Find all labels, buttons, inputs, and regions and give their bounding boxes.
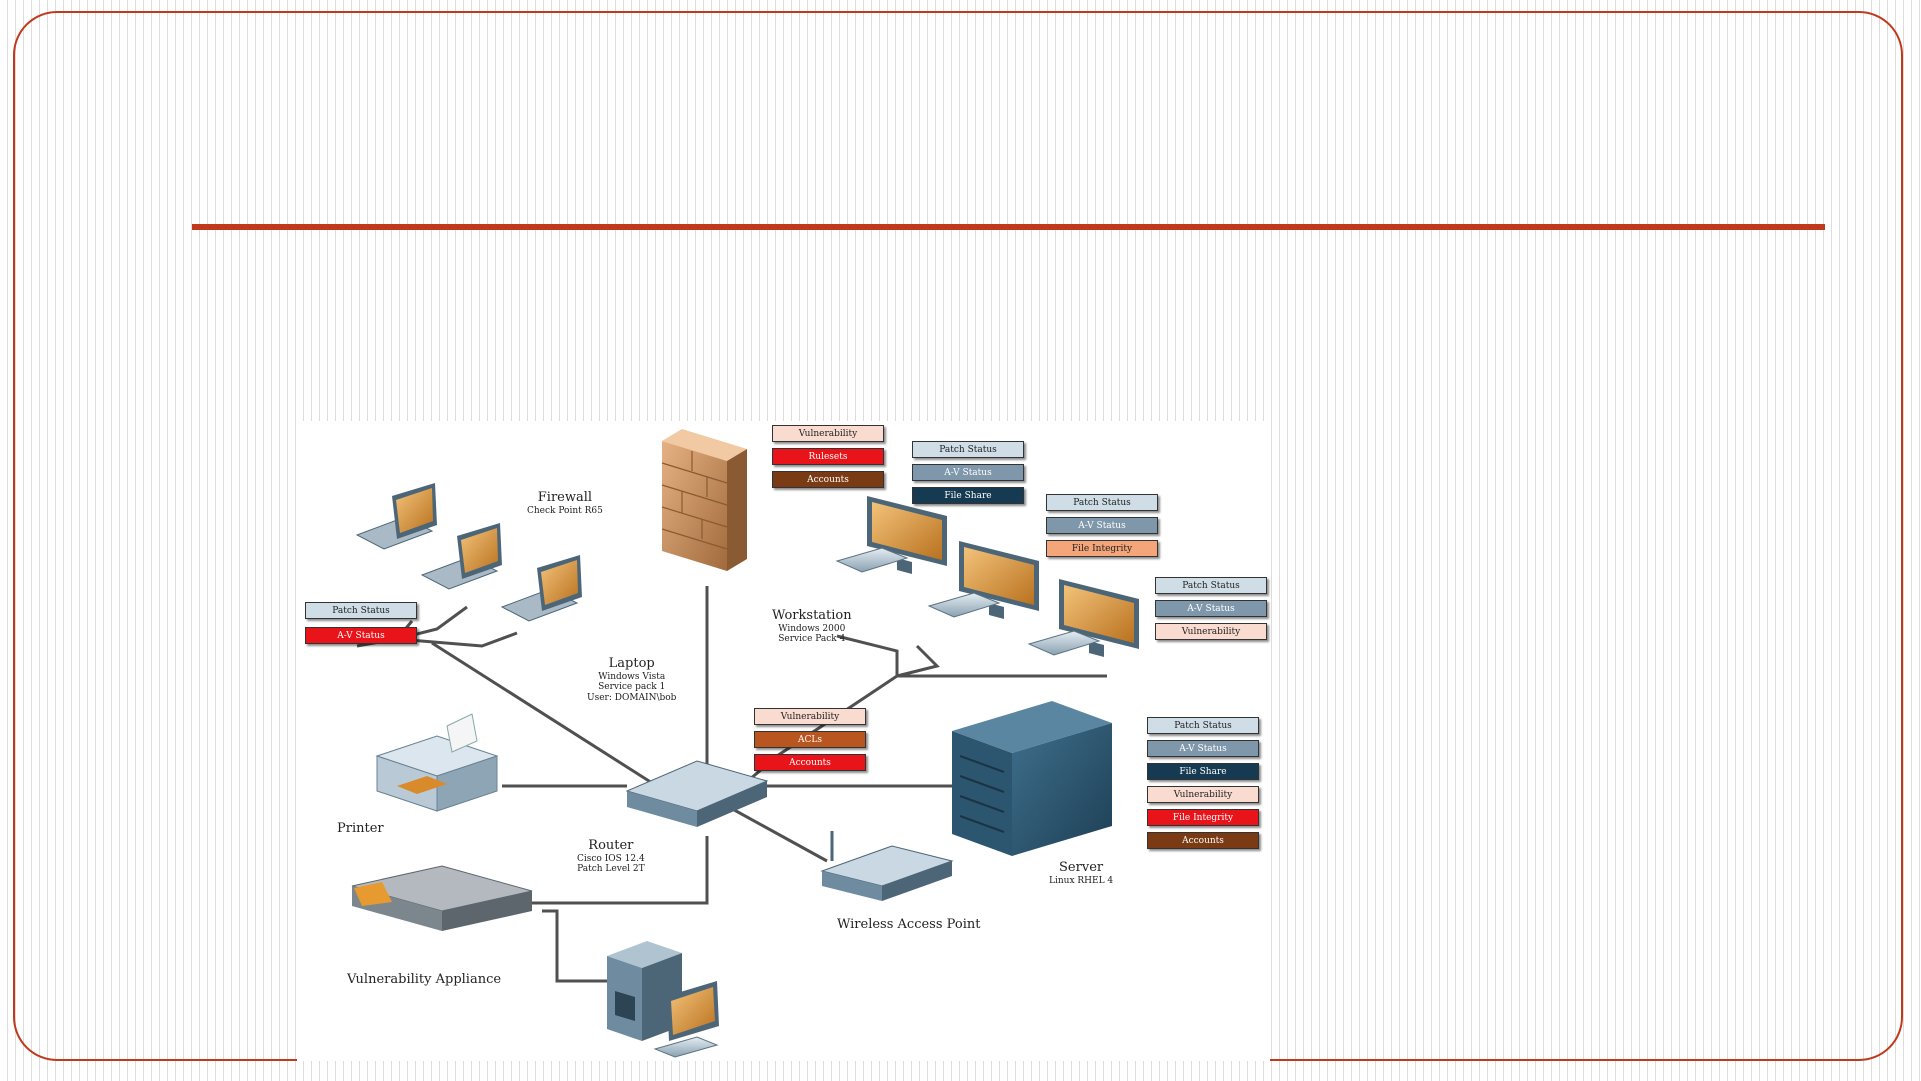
server-tag-av-status: A-V Status [1147, 740, 1259, 757]
ws1-tag-av-status: A-V Status [912, 464, 1024, 481]
laptop-icons [355, 483, 582, 622]
router-icon [625, 760, 769, 827]
router-label: Router Cisco IOS 12.4 Patch Level 2T [577, 838, 645, 875]
wireless-access-point-icon [820, 831, 954, 901]
server-tag-accounts: Accounts [1147, 832, 1259, 849]
router-title: Router [588, 838, 634, 853]
router-tag-acls: ACLs [754, 731, 866, 748]
server-os: Linux RHEL 4 [1049, 875, 1114, 886]
server-title: Server [1059, 860, 1104, 875]
firewall-title: Firewall [537, 490, 593, 505]
ws3-tag-av-status: A-V Status [1155, 600, 1267, 617]
firewall-tag-accounts: Accounts [772, 471, 884, 488]
wireless-access-point-title: Wireless Access Point [837, 917, 981, 932]
ws2-tag-file-integrity: File Integrity [1046, 540, 1158, 557]
workstation-title: Workstation [772, 608, 852, 623]
laptop-user: User: DOMAIN\bob [587, 692, 677, 703]
printer-icon [375, 713, 499, 812]
firewall-subtitle: Check Point R65 [527, 505, 603, 516]
firewall-tag-rulesets: Rulesets [772, 448, 884, 465]
ws2-tag-av-status: A-V Status [1046, 517, 1158, 534]
ws2-tag-patch-status: Patch Status [1046, 494, 1158, 511]
printer-label: Printer [337, 821, 384, 837]
laptop-label: Laptop Windows Vista Service pack 1 User… [587, 656, 677, 703]
workstation-label: Workstation Windows 2000 Service Pack 4 [772, 608, 852, 645]
workstation-sp: Service Pack 4 [778, 634, 846, 645]
firewall-tag-vulnerability: Vulnerability [772, 425, 884, 442]
laptop-tag-av-status: A-V Status [305, 627, 417, 644]
vulnerability-appliance-label: Vulnerability Appliance [347, 972, 502, 988]
wireless-access-point-label: Wireless Access Point [837, 917, 981, 933]
workstation-icons [835, 496, 1139, 657]
router-os: Cisco IOS 12.4 [577, 853, 645, 864]
router-tag-accounts: Accounts [754, 754, 866, 771]
laptop-title: Laptop [608, 656, 655, 671]
title-divider [192, 224, 1825, 230]
server-label: Server Linux RHEL 4 [1049, 860, 1114, 886]
workstation-os: Windows 2000 [778, 623, 846, 634]
vulnerability-appliance-title: Vulnerability Appliance [347, 972, 502, 987]
ws3-tag-patch-status: Patch Status [1155, 577, 1267, 594]
server-tag-patch-status: Patch Status [1147, 717, 1259, 734]
router-tag-vulnerability: Vulnerability [754, 708, 866, 725]
ws1-tag-patch-status: Patch Status [912, 441, 1024, 458]
ws1-tag-file-share: File Share [912, 487, 1024, 504]
laptop-tag-patch-status: Patch Status [305, 602, 417, 619]
console-workstation-icon [607, 941, 719, 1058]
printer-title: Printer [337, 821, 384, 836]
router-patch: Patch Level 2T [577, 864, 645, 875]
laptop-sp: Service pack 1 [598, 682, 666, 693]
firewall-icon [661, 429, 747, 571]
laptop-os: Windows Vista [598, 671, 666, 682]
ws3-tag-vulnerability: Vulnerability [1155, 623, 1267, 640]
network-diagram: Firewall Check Point R65 Workstation Win… [297, 421, 1270, 1061]
vulnerability-appliance-icon [351, 865, 533, 931]
server-tag-file-integrity: File Integrity [1147, 809, 1259, 826]
server-tag-vulnerability: Vulnerability [1147, 786, 1259, 803]
server-icon [952, 701, 1112, 856]
firewall-label: Firewall Check Point R65 [527, 490, 603, 516]
network-diagram-graphics [351, 429, 1139, 1058]
server-tag-file-share: File Share [1147, 763, 1259, 780]
